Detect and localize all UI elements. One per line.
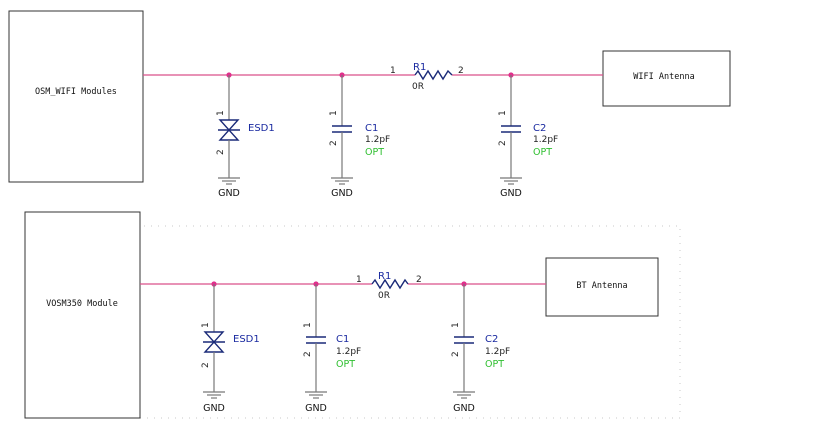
- antenna-label: BT Antenna: [576, 281, 627, 291]
- resistor-r1[interactable]: [414, 69, 453, 81]
- capacitor-c2[interactable]: [454, 284, 474, 392]
- r1-value: 0R: [378, 291, 390, 301]
- module-box[interactable]: [24, 211, 141, 419]
- ground-icon: [453, 391, 475, 399]
- c1-pin1: 1: [303, 322, 313, 328]
- capacitor-c1[interactable]: [306, 284, 326, 392]
- c1-pin1: 1: [329, 110, 339, 116]
- r1-pin1: 1: [390, 66, 396, 76]
- gnd-label: GND: [500, 188, 522, 199]
- module-label: OSM_WIFI Modules: [35, 87, 117, 97]
- r1-ref: R1: [378, 271, 391, 282]
- esd-pin2: 2: [216, 149, 226, 155]
- c2-pin1: 1: [451, 322, 461, 328]
- c2-ref: C2: [485, 334, 498, 345]
- c1-value: 1.2pF: [336, 347, 361, 357]
- c2-ref: C2: [533, 123, 546, 134]
- gnd-label: GND: [453, 403, 475, 414]
- ground-icon: [500, 177, 522, 185]
- gnd-label: GND: [331, 188, 353, 199]
- ground-icon: [331, 177, 353, 185]
- esd-diode[interactable]: [203, 284, 225, 392]
- r1-pin2: 2: [416, 275, 422, 285]
- esd-ref: ESD1: [233, 334, 260, 345]
- antenna-box[interactable]: [545, 257, 659, 317]
- c2-pin1: 1: [498, 110, 508, 116]
- ground-icon: [305, 391, 327, 399]
- c2-pin2: 2: [498, 140, 508, 146]
- c2-opt: OPT: [485, 359, 504, 370]
- bt-circuit: VOSM350 Module BT Antenna 1 2 R1 0R 1 2 …: [24, 211, 681, 419]
- c2-value: 1.2pF: [485, 347, 510, 357]
- c1-pin2: 2: [303, 351, 313, 357]
- ground-icon: [203, 391, 225, 399]
- module-label: VOSM350 Module: [46, 299, 118, 309]
- c1-pin2: 2: [329, 140, 339, 146]
- r1-pin1: 1: [356, 275, 362, 285]
- esd-pin1: 1: [216, 110, 226, 116]
- resistor-r1[interactable]: [371, 278, 409, 290]
- gnd-label: GND: [305, 403, 327, 414]
- c2-opt: OPT: [533, 147, 552, 158]
- esd-pin1: 1: [201, 322, 211, 328]
- capacitor-c2[interactable]: [501, 75, 521, 178]
- antenna-label: WIFI Antenna: [633, 72, 694, 82]
- esd-ref: ESD1: [248, 123, 275, 134]
- c2-value: 1.2pF: [533, 135, 558, 145]
- gnd-label: GND: [203, 403, 225, 414]
- r1-value: 0R: [412, 82, 424, 92]
- wifi-circuit: OSM_WIFI Modules WIFI Antenna 1 2 R1 0R …: [8, 10, 731, 199]
- r1-ref: R1: [413, 62, 426, 73]
- c2-pin2: 2: [451, 351, 461, 357]
- c1-ref: C1: [336, 334, 349, 345]
- ground-icon: [218, 177, 240, 185]
- module-box[interactable]: [8, 10, 144, 183]
- antenna-box[interactable]: [602, 50, 731, 107]
- c1-ref: C1: [365, 123, 378, 134]
- esd-pin2: 2: [201, 362, 211, 368]
- capacitor-c1[interactable]: [332, 75, 352, 178]
- gnd-label: GND: [218, 188, 240, 199]
- c1-value: 1.2pF: [365, 135, 390, 145]
- c1-opt: OPT: [336, 359, 355, 370]
- esd-diode[interactable]: [218, 75, 240, 178]
- r1-pin2: 2: [458, 66, 464, 76]
- c1-opt: OPT: [365, 147, 384, 158]
